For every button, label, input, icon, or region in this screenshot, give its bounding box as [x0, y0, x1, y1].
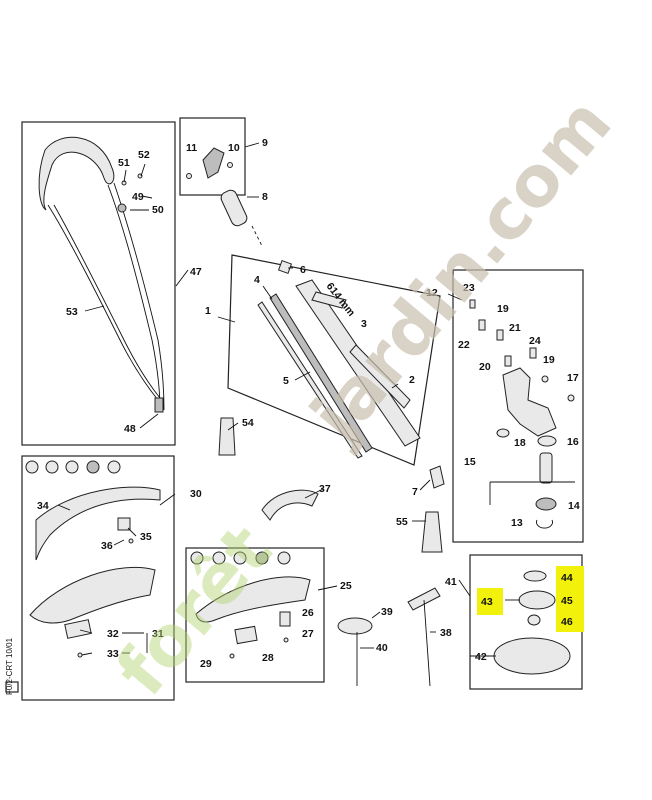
label-24: 24	[529, 335, 541, 347]
label-35: 35	[140, 531, 152, 543]
label-18: 18	[514, 437, 526, 449]
label-37: 37	[319, 483, 331, 495]
label-45: 45	[561, 595, 573, 607]
panel-gearhead	[452, 269, 584, 543]
label-26: 26	[302, 607, 314, 619]
shaft-assembly	[218, 259, 445, 553]
trimmer-head	[493, 570, 571, 675]
label-46: 46	[561, 616, 573, 628]
label-19b: 19	[543, 354, 555, 366]
tools	[337, 587, 441, 687]
label-9: 9	[262, 137, 268, 149]
panel-shaft	[227, 254, 441, 466]
label-21: 21	[509, 322, 521, 334]
label-52: 52	[138, 149, 150, 161]
label-25: 25	[340, 580, 352, 592]
label-53: 53	[66, 306, 78, 318]
label-15: 15	[464, 456, 476, 468]
label-1: 1	[205, 305, 211, 317]
label-30: 30	[190, 488, 202, 500]
label-38: 38	[440, 627, 452, 639]
leader-lines	[57, 142, 520, 657]
guards	[29, 486, 319, 659]
label-20: 20	[479, 361, 491, 373]
label-13: 13	[511, 517, 523, 529]
side-code-box	[5, 681, 19, 693]
panel-handle	[179, 117, 246, 196]
label-7: 7	[412, 486, 418, 498]
label-6: 6	[300, 264, 306, 276]
label-2: 2	[409, 374, 415, 386]
label-12: 12	[426, 287, 438, 299]
label-40: 40	[376, 642, 388, 654]
label-47: 47	[190, 266, 202, 278]
label-55: 55	[396, 516, 408, 528]
label-54: 54	[242, 417, 254, 429]
label-34: 34	[37, 500, 49, 512]
panel-harness	[21, 121, 176, 446]
label-44: 44	[561, 572, 573, 584]
watermark-green: forêt	[100, 510, 288, 711]
part-numbers: 1 2 3 4 5 6 7 8 9 10 11 12 13 14 15 16 1…	[37, 137, 580, 670]
highlight-43	[477, 588, 503, 615]
label-19a: 19	[497, 303, 509, 315]
label-3: 3	[361, 318, 367, 330]
label-22: 22	[458, 339, 470, 351]
label-42: 42	[475, 651, 487, 663]
label-32: 32	[107, 628, 119, 640]
harness	[38, 136, 165, 413]
label-48: 48	[124, 423, 136, 435]
label-49: 49	[132, 191, 144, 203]
label-27: 27	[302, 628, 314, 640]
label-8: 8	[262, 191, 268, 203]
label-39: 39	[381, 606, 393, 618]
label-41: 41	[445, 576, 457, 588]
label-23: 23	[463, 282, 475, 294]
label-28: 28	[262, 652, 274, 664]
gearhead	[469, 299, 575, 529]
cutting-tool-symbols-left	[25, 460, 121, 474]
label-4: 4	[254, 274, 260, 286]
label-51: 51	[118, 157, 130, 169]
label-43: 43	[481, 596, 493, 608]
panel-guard-left	[21, 455, 175, 701]
label-33: 33	[107, 648, 119, 660]
label-50: 50	[152, 204, 164, 216]
highlight-44-46	[556, 566, 584, 632]
label-14: 14	[568, 500, 580, 512]
label-10: 10	[228, 142, 240, 154]
label-17: 17	[567, 372, 579, 384]
label-5: 5	[283, 375, 289, 387]
cutting-tool-symbols-right	[190, 551, 291, 565]
label-29: 29	[200, 658, 212, 670]
label-31: 31	[152, 628, 164, 640]
label-11: 11	[186, 142, 197, 154]
label-36: 36	[101, 540, 113, 552]
panel-guard-right	[185, 547, 325, 683]
side-code: F0/2-CRT 10/01	[5, 637, 14, 695]
label-16: 16	[567, 436, 579, 448]
handle	[186, 147, 263, 247]
